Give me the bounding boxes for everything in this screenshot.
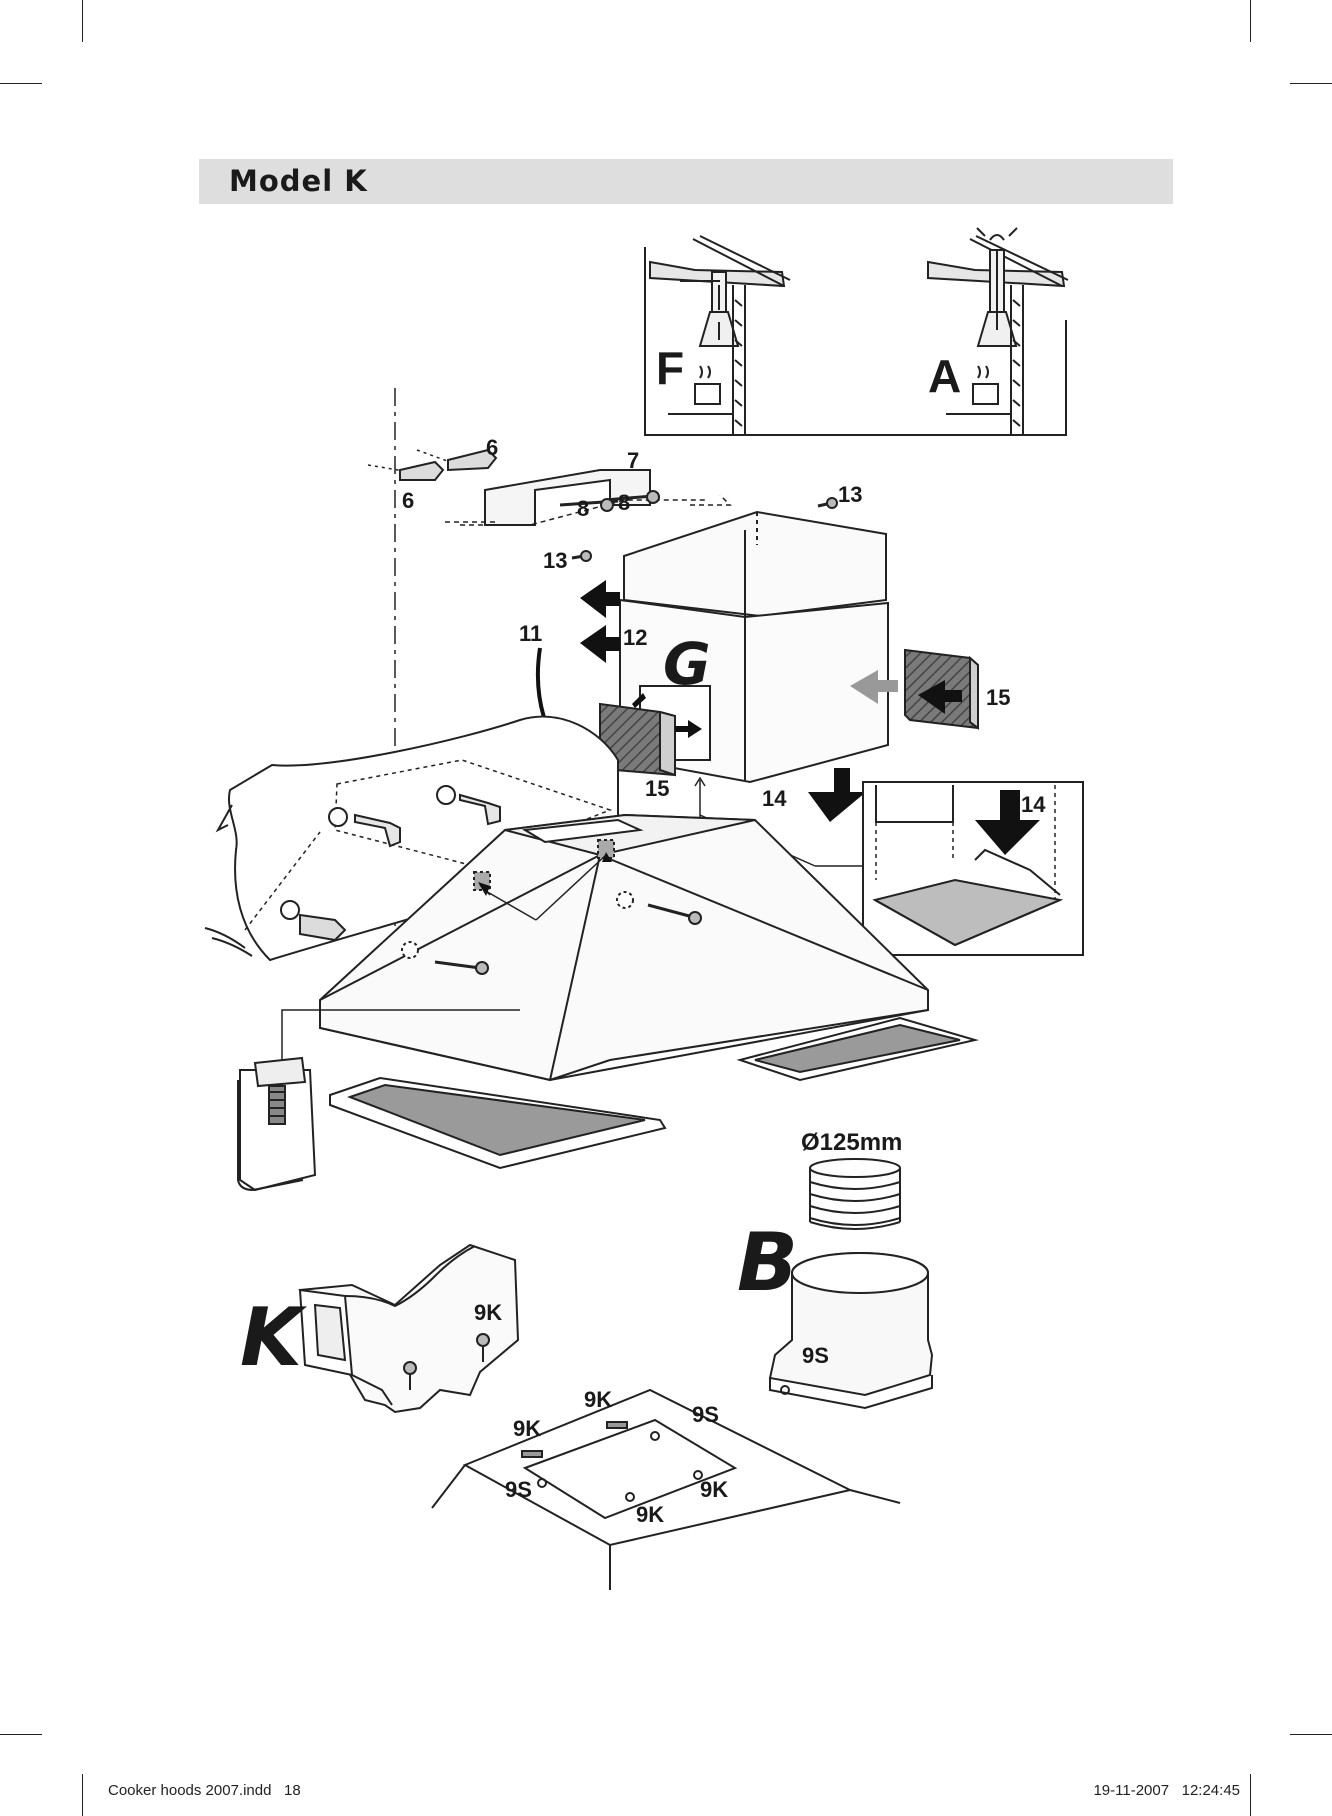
filter-inset	[699, 781, 1084, 956]
part-label-7: 7	[627, 448, 639, 473]
part-label-13b: 13	[543, 548, 567, 573]
part-label-9k-adapter: 9K	[474, 1300, 502, 1325]
footer-page: 18	[283, 1782, 301, 1799]
page-title: Model K	[229, 164, 368, 198]
part-label-15a: 15	[986, 685, 1010, 710]
crop-mark	[1250, 0, 1251, 42]
crop-mark	[1290, 1734, 1332, 1735]
part-label-9s-left: 9S	[505, 1477, 532, 1502]
part-label-15b: 15	[645, 776, 669, 801]
chimney-letter-g: G	[663, 630, 711, 698]
part-label-8b: 8	[618, 490, 630, 515]
title-bar: Model K	[199, 159, 1173, 204]
part-label-9s-adapter: 9S	[802, 1343, 829, 1368]
part-label-9k-bottom: 9K	[636, 1502, 664, 1527]
crop-mark	[1250, 1774, 1251, 1816]
crop-mark	[1290, 83, 1332, 84]
chimney-g	[580, 510, 889, 844]
part-label-6a: 6	[486, 435, 498, 460]
mode-letter-f: F	[656, 342, 684, 394]
part-label-12: 12	[623, 625, 647, 650]
mode-inset	[644, 227, 1069, 436]
hood-body	[204, 715, 979, 1192]
crop-mark	[82, 1774, 83, 1816]
hood-top-plate	[431, 1388, 901, 1590]
adapter-k	[298, 1243, 520, 1414]
part-label-9k-top: 9K	[584, 1387, 612, 1412]
part-label-6b: 6	[402, 488, 414, 513]
part-label-8a: 8	[577, 496, 589, 521]
part-label-9k-right: 9K	[700, 1477, 728, 1502]
duct-diameter-label: Ø125mm	[801, 1129, 902, 1156]
wall-bracket-assembly	[367, 388, 838, 1010]
footer-date: 19-11-2007	[1093, 1782, 1170, 1799]
part-label-9k-left: 9K	[513, 1416, 541, 1441]
crop-mark	[82, 0, 83, 42]
part-label-11: 11	[519, 621, 542, 646]
footer-left: Cooker hoods 2007.indd 18	[108, 1782, 301, 1799]
adapter-letter-k: K	[240, 1291, 307, 1384]
adapter-letter-b: B	[737, 1216, 798, 1309]
part-label-14b: 14	[1021, 792, 1046, 817]
carbon-filters	[599, 648, 979, 777]
adapter-b	[768, 1252, 934, 1410]
part-label-13a: 13	[838, 482, 862, 507]
mode-letter-a: A	[928, 350, 961, 402]
crop-mark	[0, 83, 42, 84]
crop-mark	[0, 1734, 42, 1735]
footer-right: 19-11-2007 12:24:45	[1093, 1782, 1240, 1799]
part-label-9s-right: 9S	[692, 1402, 719, 1427]
flexible-duct	[809, 1158, 901, 1230]
footer-file: Cooker hoods 2007.indd	[108, 1782, 272, 1799]
footer-time: 12:24:45	[1181, 1782, 1240, 1799]
part-label-14a: 14	[762, 786, 787, 811]
